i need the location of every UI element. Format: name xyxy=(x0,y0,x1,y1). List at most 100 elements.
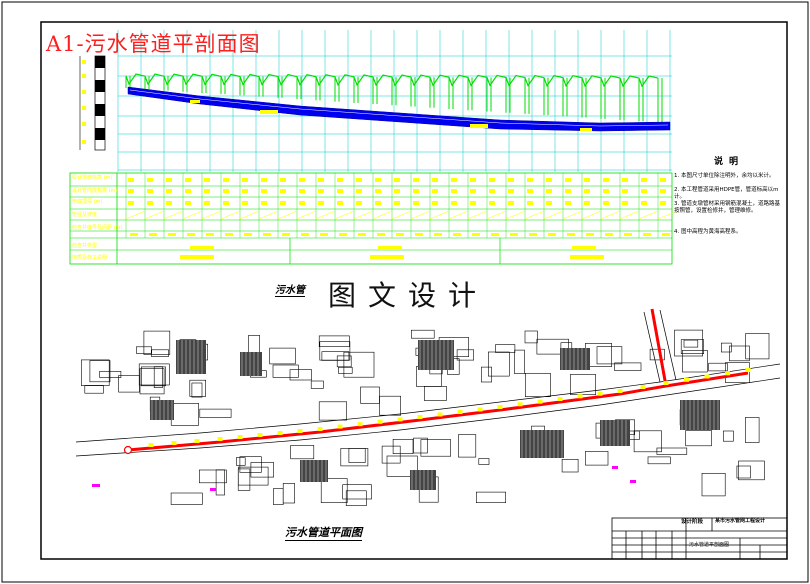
table-cell-value xyxy=(451,178,457,182)
table-cell-value xyxy=(641,201,647,205)
table-cell-value xyxy=(641,189,647,193)
table-cell-value xyxy=(413,189,419,193)
building-outline xyxy=(708,362,728,372)
manhole-marker xyxy=(297,429,303,433)
slope-mark xyxy=(429,210,450,220)
table-cell-value xyxy=(223,189,229,193)
slope-mark xyxy=(144,210,165,220)
table-cell-value xyxy=(128,189,134,193)
table-cell-value xyxy=(318,178,324,182)
building-outline xyxy=(143,330,171,355)
table-cell-value xyxy=(413,201,419,205)
building-outline xyxy=(478,458,490,465)
table-row-label: 检查井类型 xyxy=(72,243,98,249)
building-outline xyxy=(338,366,353,374)
manhole-marker xyxy=(148,443,154,447)
manhole-marker xyxy=(617,389,623,393)
table-cell-value xyxy=(261,178,267,182)
table-cell-value xyxy=(489,201,495,205)
plan-roads xyxy=(75,309,781,457)
title-block-sheet: 污水管道平剖面图 xyxy=(689,542,730,548)
table-cell-value xyxy=(643,233,651,236)
building-outline xyxy=(745,333,770,360)
table-cell-value xyxy=(491,233,499,236)
table-cell-value xyxy=(470,201,476,205)
manhole-marker xyxy=(337,424,343,429)
table-cell-value xyxy=(261,189,267,193)
manhole-marker xyxy=(640,385,646,389)
note-item: 1. 本图尺寸单位除注明外，余均以米计。 xyxy=(674,173,775,179)
table-cell-value xyxy=(489,189,495,193)
building-outline xyxy=(744,417,760,443)
table-cell-value xyxy=(546,178,552,182)
table-cell-value xyxy=(166,189,172,193)
inner-border xyxy=(40,21,788,560)
building-outline xyxy=(569,374,596,395)
building-outline xyxy=(89,360,111,383)
building-outline xyxy=(720,342,732,353)
building-outline xyxy=(524,372,551,397)
table-row-label: 管底埋深 (m) xyxy=(72,199,103,205)
table-cell-value xyxy=(546,201,552,205)
slope-mark xyxy=(372,210,393,220)
table-cell-value xyxy=(301,233,309,236)
building-outline xyxy=(682,349,708,373)
table-cell-value xyxy=(584,201,590,205)
plan-buildings xyxy=(81,329,770,506)
table-cell-value xyxy=(529,233,537,236)
building-outline xyxy=(272,364,299,378)
manhole-marker xyxy=(457,410,463,414)
table-cell-value xyxy=(318,189,324,193)
table-cell-value xyxy=(432,178,438,182)
building-outline xyxy=(736,465,751,479)
building-outline xyxy=(680,339,705,355)
pipe-crown-line xyxy=(129,89,669,127)
table-cell-value xyxy=(375,178,381,182)
building-outline xyxy=(481,366,492,383)
table-cell-value xyxy=(299,189,305,193)
building-outline xyxy=(250,462,274,478)
dense-block xyxy=(560,348,590,370)
manhole-marker xyxy=(437,412,443,417)
table-cell-value xyxy=(396,233,404,236)
table-cell-value xyxy=(527,178,533,182)
table-cell-value xyxy=(263,233,271,236)
slope-mark xyxy=(448,210,469,220)
building-outline xyxy=(674,329,704,357)
table-cell-value xyxy=(147,201,153,205)
table-cell-value xyxy=(337,189,343,193)
building-outline xyxy=(345,490,367,506)
dense-block xyxy=(176,340,206,374)
plan-dense-areas xyxy=(150,340,720,490)
note-item: 3. 管道支墩管材采用钢筋混凝土，道路路基按照管，设置检修井，管理维修。 xyxy=(674,201,780,214)
table-cell-value xyxy=(149,233,157,236)
building-outline xyxy=(524,330,538,344)
table-cell-value xyxy=(128,178,134,182)
slope-mark xyxy=(296,210,317,220)
title-block xyxy=(611,517,788,560)
table-cell-value xyxy=(472,233,480,236)
table-cell-value xyxy=(337,201,343,205)
dense-block xyxy=(600,420,630,446)
table-cell-value xyxy=(375,189,381,193)
table-cell-value xyxy=(394,189,400,193)
building-outline xyxy=(487,351,510,377)
building-outline xyxy=(269,347,296,365)
table-cell-value xyxy=(223,178,229,182)
building-outline xyxy=(701,472,726,497)
building-outline xyxy=(191,382,203,398)
building-outline xyxy=(81,359,110,386)
table-cell-value xyxy=(130,233,138,236)
profile-data-table xyxy=(69,172,678,265)
table-cell-value xyxy=(527,189,533,193)
table-cell-value xyxy=(603,201,609,205)
building-outline xyxy=(238,466,269,486)
slope-mark xyxy=(638,210,659,220)
building-outline xyxy=(561,458,579,473)
manhole-marker xyxy=(704,374,710,379)
table-row-label: 管径及坡度 xyxy=(72,212,98,218)
manhole-marker xyxy=(171,441,177,445)
table-cell-value xyxy=(337,178,343,182)
slope-mark xyxy=(201,210,222,220)
building-outline xyxy=(138,363,170,386)
